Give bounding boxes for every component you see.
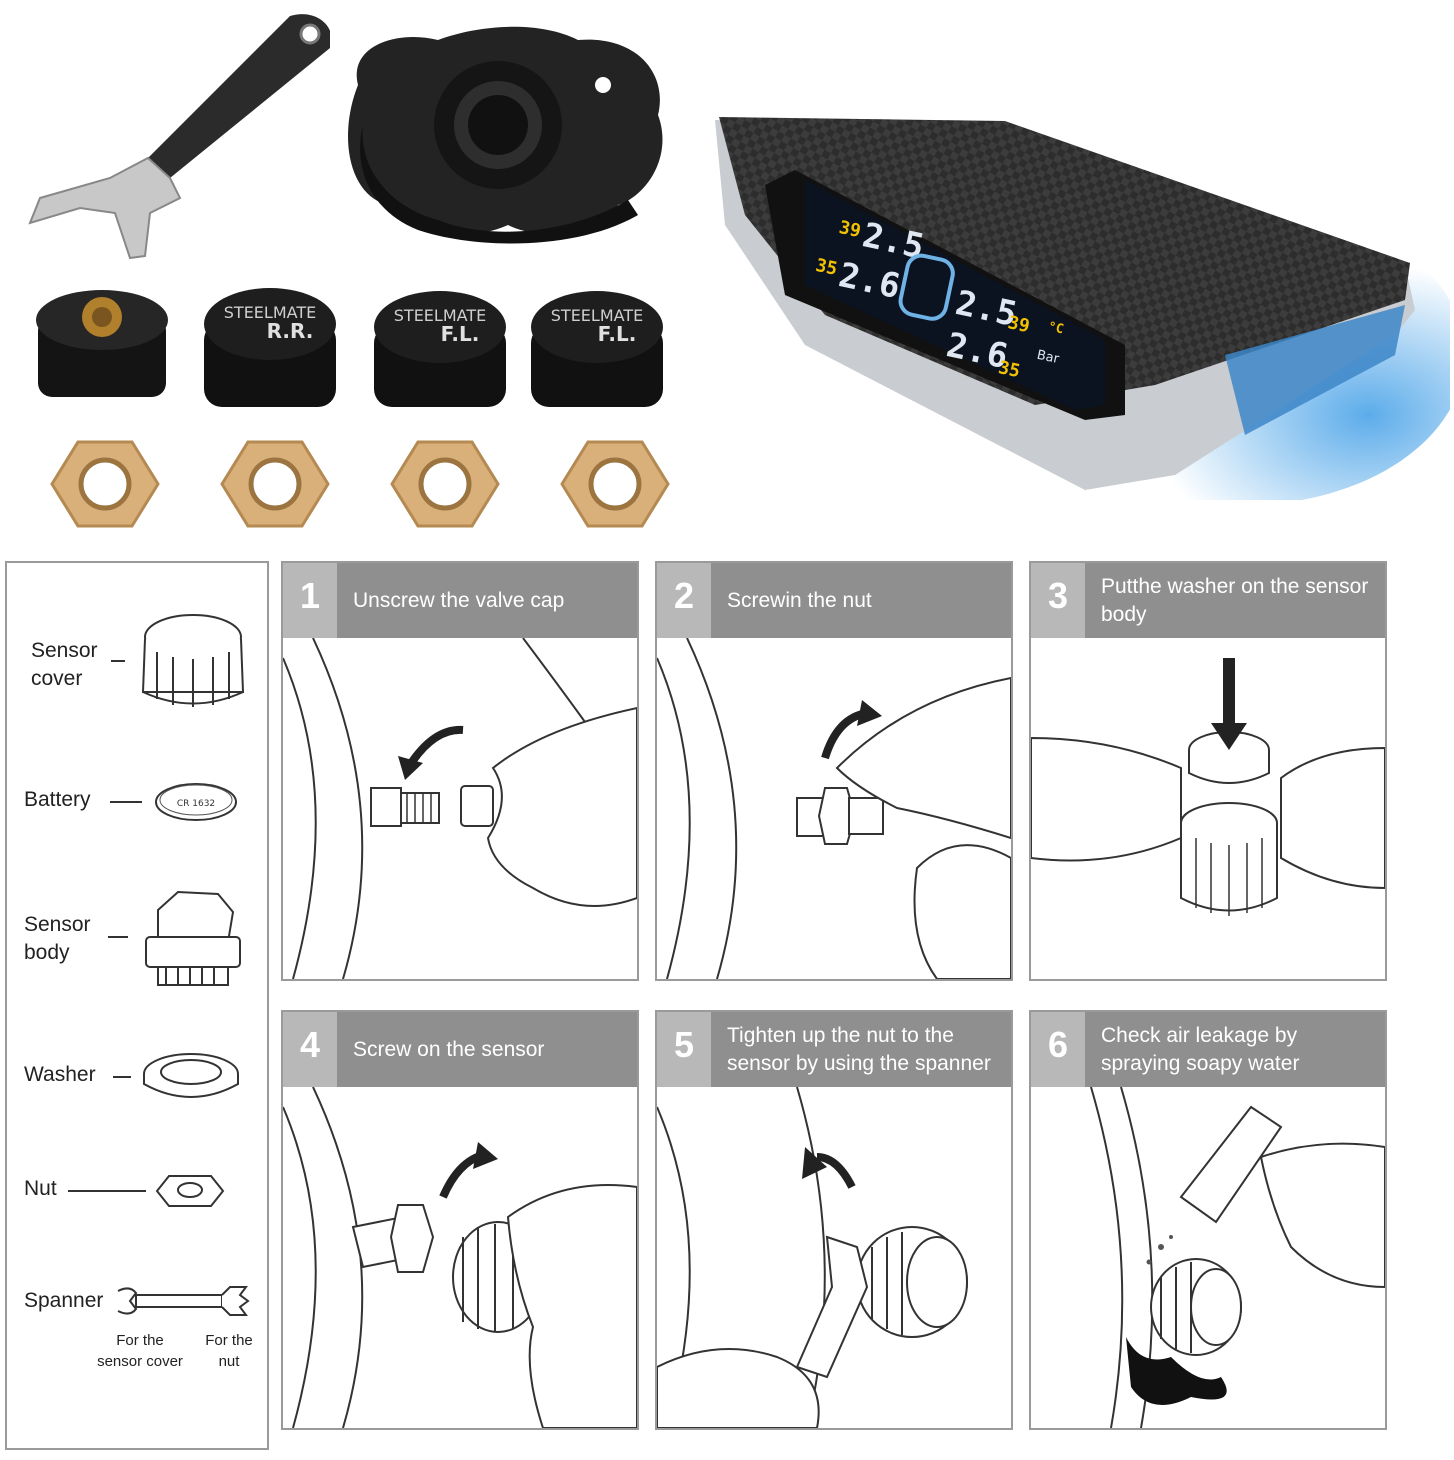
step-title: Check air leakage by spraying soapy wate… — [1101, 1023, 1300, 1075]
cap-brand: STEELMATE — [551, 306, 643, 325]
step-header: 3 Putthe washer on the sensor body — [1031, 563, 1385, 638]
step-number: 4 — [283, 1012, 337, 1087]
cap-label: F.L. — [598, 322, 637, 346]
step-title: Screw on the sensor — [353, 1037, 545, 1061]
sensor-cap-fl-image: STEELMATE F.L. — [374, 291, 506, 407]
step-illustration — [1090, 1087, 1385, 1428]
part-label-battery: Battery — [24, 788, 91, 811]
brass-nut-image — [390, 440, 500, 528]
washer-icon — [143, 1053, 239, 1098]
sensor-cover-icon — [141, 614, 245, 707]
step-card-1: 1 Unscrew the valve cap — [281, 561, 639, 981]
part-label-sensor-cover: Sensor cover — [31, 639, 98, 690]
step-header: 2 Screwin the nut — [657, 563, 1011, 638]
step-number: 3 — [1031, 563, 1085, 638]
spanner-right-use-label: For the nut — [205, 1332, 253, 1370]
lcd-temp-unit: °C — [1047, 319, 1065, 337]
step-header: 4 Screw on the sensor — [283, 1012, 637, 1087]
step-card-6: 6 Check air leakage by spraying soapy wa… — [1029, 1010, 1387, 1430]
lcd-temp-top-left: 39 — [837, 217, 863, 242]
leader-line — [108, 936, 128, 938]
spanner-left-use-label: For the sensor cover — [97, 1332, 183, 1370]
step-header: 6 Check air leakage by spraying soapy wa… — [1031, 1012, 1385, 1087]
step-illustration — [283, 1087, 637, 1428]
car-icon — [898, 253, 955, 321]
battery-marking: CR 1632 — [177, 799, 215, 809]
leader-line — [113, 1076, 131, 1078]
cap-brand: STEELMATE — [394, 306, 486, 325]
spanner-icon — [117, 1286, 250, 1316]
step-title: Putthe washer on the sensor body — [1101, 574, 1369, 626]
cap-label: R.R. — [267, 319, 314, 343]
leader-line — [111, 660, 125, 662]
step-title: Unscrew the valve cap — [353, 588, 565, 612]
step-number: 5 — [657, 1012, 711, 1087]
part-label-sensor-body: Sensor body — [24, 913, 91, 964]
brass-nut-image — [220, 440, 330, 528]
lcd-temp-bottom-right: 35 — [996, 357, 1022, 382]
sensor-body-icon — [145, 890, 241, 986]
step-card-3: 3 Putthe washer on the sensor body — [1029, 561, 1387, 981]
step-illustration — [657, 638, 1011, 979]
leader-line — [110, 801, 142, 803]
sensor-cap-rr-image: STEELMATE R.R. — [204, 288, 336, 407]
brass-nut-image — [50, 440, 160, 528]
sensor-body-image — [36, 290, 168, 397]
part-label-washer: Washer — [24, 1063, 96, 1086]
lcd-pressure-unit: Bar — [1035, 348, 1061, 367]
leader-line — [68, 1190, 146, 1192]
step-header: 5 Tighten up the nut to the sensor by us… — [657, 1012, 1011, 1087]
step-illustration — [1031, 658, 1385, 916]
step-illustration — [657, 1087, 968, 1428]
part-label-spanner: Spanner — [24, 1289, 104, 1312]
cap-brand: STEELMATE — [224, 303, 316, 322]
step-illustration — [283, 638, 637, 979]
lcd-temp-top-right: 39 — [1006, 312, 1032, 337]
nut-icon — [155, 1175, 225, 1207]
battery-icon: CR 1632 — [155, 783, 237, 821]
wrench-tool-image — [28, 14, 330, 260]
mounting-base-image — [348, 26, 663, 244]
cap-label: F.L. — [441, 322, 480, 346]
step-number: 1 — [283, 563, 337, 638]
product-photo-area: STEELMATE R.R. STEELMATE F.L. STEELMATE … — [0, 0, 1454, 550]
lcd-temp-bottom-left: 35 — [814, 255, 840, 280]
step-number: 2 — [657, 563, 711, 638]
step-number: 6 — [1031, 1012, 1085, 1087]
step-header: 1 Unscrew the valve cap — [283, 563, 637, 638]
brass-nut-image — [560, 440, 670, 528]
tpms-monitor-image: 39 2.5 35 2.6 2.5 39 2.6 35 °C Bar — [715, 117, 1450, 500]
sensor-cap-fl-image: STEELMATE F.L. — [531, 291, 663, 407]
part-label-nut: Nut — [24, 1177, 57, 1200]
step-title: Screwin the nut — [727, 588, 872, 612]
step-card-2: 2 Screwin the nut — [655, 561, 1013, 981]
step-title: Tighten up the nut to the sensor by usin… — [727, 1023, 991, 1075]
step-card-5: 5 Tighten up the nut to the sensor by us… — [655, 1010, 1013, 1430]
step-card-4: 4 Screw on the sensor — [281, 1010, 639, 1430]
